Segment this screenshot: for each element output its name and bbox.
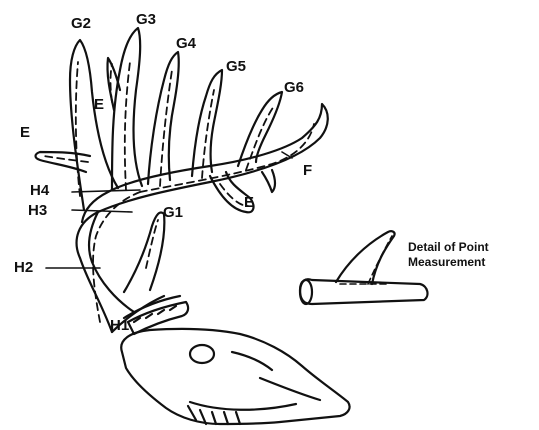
tine-g4 — [148, 52, 179, 184]
tine-g1 — [124, 213, 164, 293]
tine-g3 — [112, 28, 142, 190]
label-g2: G2 — [71, 16, 91, 31]
label-h4: H4 — [30, 183, 49, 198]
tine-g2 — [70, 40, 118, 210]
detail-caption: Detail of Point Measurement — [408, 240, 489, 270]
label-g6: G6 — [284, 80, 304, 95]
label-e-upper: E — [94, 97, 104, 112]
label-h2: H2 — [14, 260, 33, 275]
label-e-lower: E — [244, 195, 254, 210]
label-g5: G5 — [226, 59, 246, 74]
skull — [121, 329, 349, 424]
label-h1: H1 — [110, 318, 129, 333]
label-h3: H3 — [28, 203, 47, 218]
tine-abnormal-upper — [107, 58, 120, 110]
detail-caption-line2: Measurement — [408, 255, 489, 270]
tine-g5 — [192, 70, 222, 176]
label-g4: G4 — [176, 36, 196, 51]
label-e-left: E — [20, 125, 30, 140]
label-g1: G1 — [163, 205, 183, 220]
label-g3: G3 — [136, 12, 156, 27]
tine-abnormal-f — [262, 170, 275, 192]
main-beam — [77, 104, 328, 332]
detail-caption-line1: Detail of Point — [408, 240, 489, 255]
label-f: F — [303, 163, 312, 178]
